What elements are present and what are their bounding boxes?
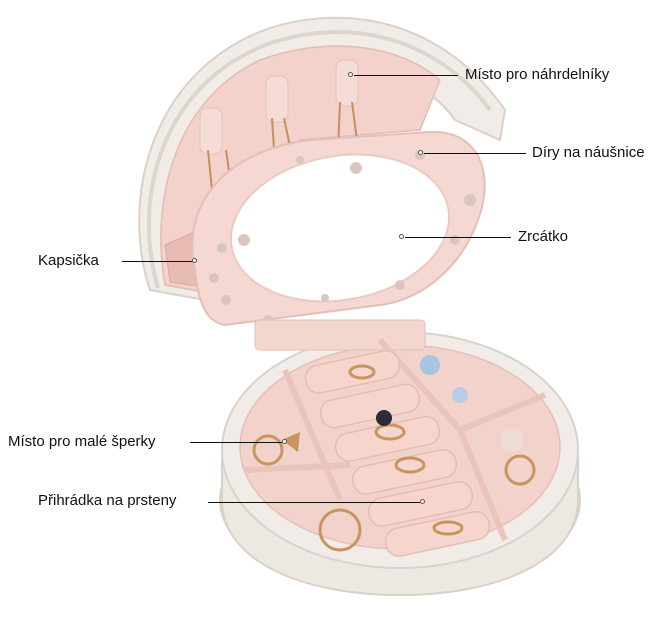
earrings-marker (418, 150, 423, 155)
small-jewelry-marker (282, 439, 287, 444)
pocket-marker (192, 258, 197, 263)
callout-pocket-label: Kapsička (38, 252, 99, 269)
necklace-marker (348, 72, 353, 77)
rings-decor (252, 364, 536, 552)
small-jewelry-decor (282, 355, 524, 452)
mirror-marker (399, 234, 404, 239)
callout-earrings-label: Díry na náušnice (532, 144, 645, 161)
earring-studs (209, 150, 476, 325)
mirror-leader (405, 237, 511, 238)
earrings-leader (424, 153, 526, 154)
callout-rings-label: Přihrádka na prsteny (38, 492, 177, 509)
necklace-tabs (199, 59, 360, 213)
small-jewelry-leader (190, 442, 282, 443)
callout-mirror-label: Zrcátko (518, 228, 569, 245)
lid-zipper (147, 30, 492, 289)
mirror-glass (229, 153, 451, 303)
flower-ring (376, 410, 392, 426)
rings-leader (208, 502, 420, 503)
hinge (254, 319, 426, 351)
pocket-leader (122, 261, 193, 262)
callout-small-jewelry-label: Místo pro malé šperky (8, 433, 156, 450)
necklace-leader (354, 75, 458, 76)
rings-marker (420, 499, 425, 504)
callout-necklace-label: Místo pro náhrdelníky (465, 66, 610, 83)
